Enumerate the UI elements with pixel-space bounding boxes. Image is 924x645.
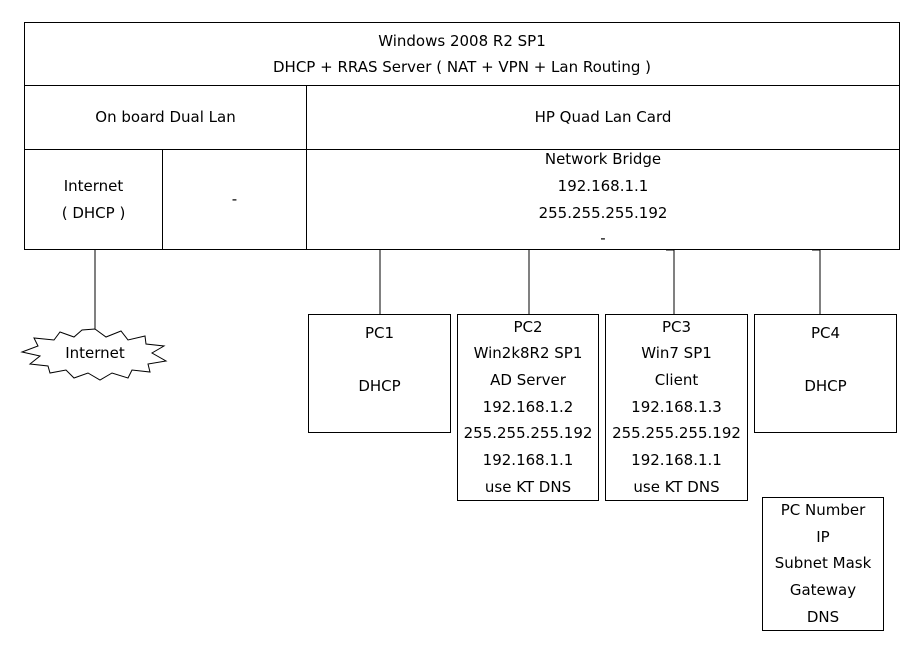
pc4-line: DHCP <box>804 377 847 395</box>
legend-line: Gateway <box>789 581 857 599</box>
pc3-line: 255.255.255.192 <box>612 424 741 442</box>
pc3-line: use KT DNS <box>633 478 720 496</box>
bridge-ip: 192.168.1.1 <box>557 177 649 195</box>
pc2-line: 192.168.1.1 <box>482 451 574 469</box>
pc2-line: PC2 <box>513 318 543 336</box>
onboard-port2-label: - <box>231 190 238 208</box>
legend-line: PC Number <box>780 501 866 519</box>
legend-line: DNS <box>806 608 840 626</box>
onboard-port1-line2: ( DHCP ) <box>61 204 126 222</box>
legend-line: Subnet Mask <box>774 554 872 572</box>
internet-cloud-label: Internet <box>65 344 125 362</box>
internet-cloud-shape <box>20 328 168 381</box>
pc4-line: PC4 <box>810 324 841 342</box>
pc3-line: 192.168.1.1 <box>631 451 722 469</box>
pc3-box <box>605 314 748 501</box>
server-os-label: Windows 2008 R2 SP1 <box>378 32 546 50</box>
pc1-line: DHCP <box>358 377 401 395</box>
pc2-line: AD Server <box>490 371 566 389</box>
pc2-line: 192.168.1.2 <box>482 398 574 416</box>
legend-line: IP <box>816 528 830 546</box>
pc3-line: Win7 SP1 <box>641 344 712 362</box>
bridge-dash: - <box>600 229 606 247</box>
pc2-line: 255.255.255.192 <box>463 424 593 442</box>
pc2-box <box>457 314 599 501</box>
pc1-box <box>308 314 451 433</box>
pc4-box <box>754 314 897 433</box>
server-role-label: DHCP + RRAS Server ( NAT + VPN + Lan Rou… <box>273 58 651 76</box>
pc3-line: Client <box>654 371 699 389</box>
pc2-line: Win2k8R2 SP1 <box>473 344 583 362</box>
legend-box <box>762 497 884 631</box>
network-bridge-cell <box>306 149 900 250</box>
onboard-port1-line1: Internet <box>63 177 124 195</box>
onboard-lan-label: On board Dual Lan <box>95 108 236 126</box>
bridge-title: Network Bridge <box>544 150 662 168</box>
pc3-line: PC3 <box>661 318 692 336</box>
pc3-line: 192.168.1.3 <box>631 398 722 416</box>
bridge-subnet: 255.255.255.192 <box>538 204 668 222</box>
pc2-line: use KT DNS <box>484 478 572 496</box>
pc1-line: PC1 <box>364 324 395 342</box>
quad-lan-label: HP Quad Lan Card <box>534 108 672 126</box>
